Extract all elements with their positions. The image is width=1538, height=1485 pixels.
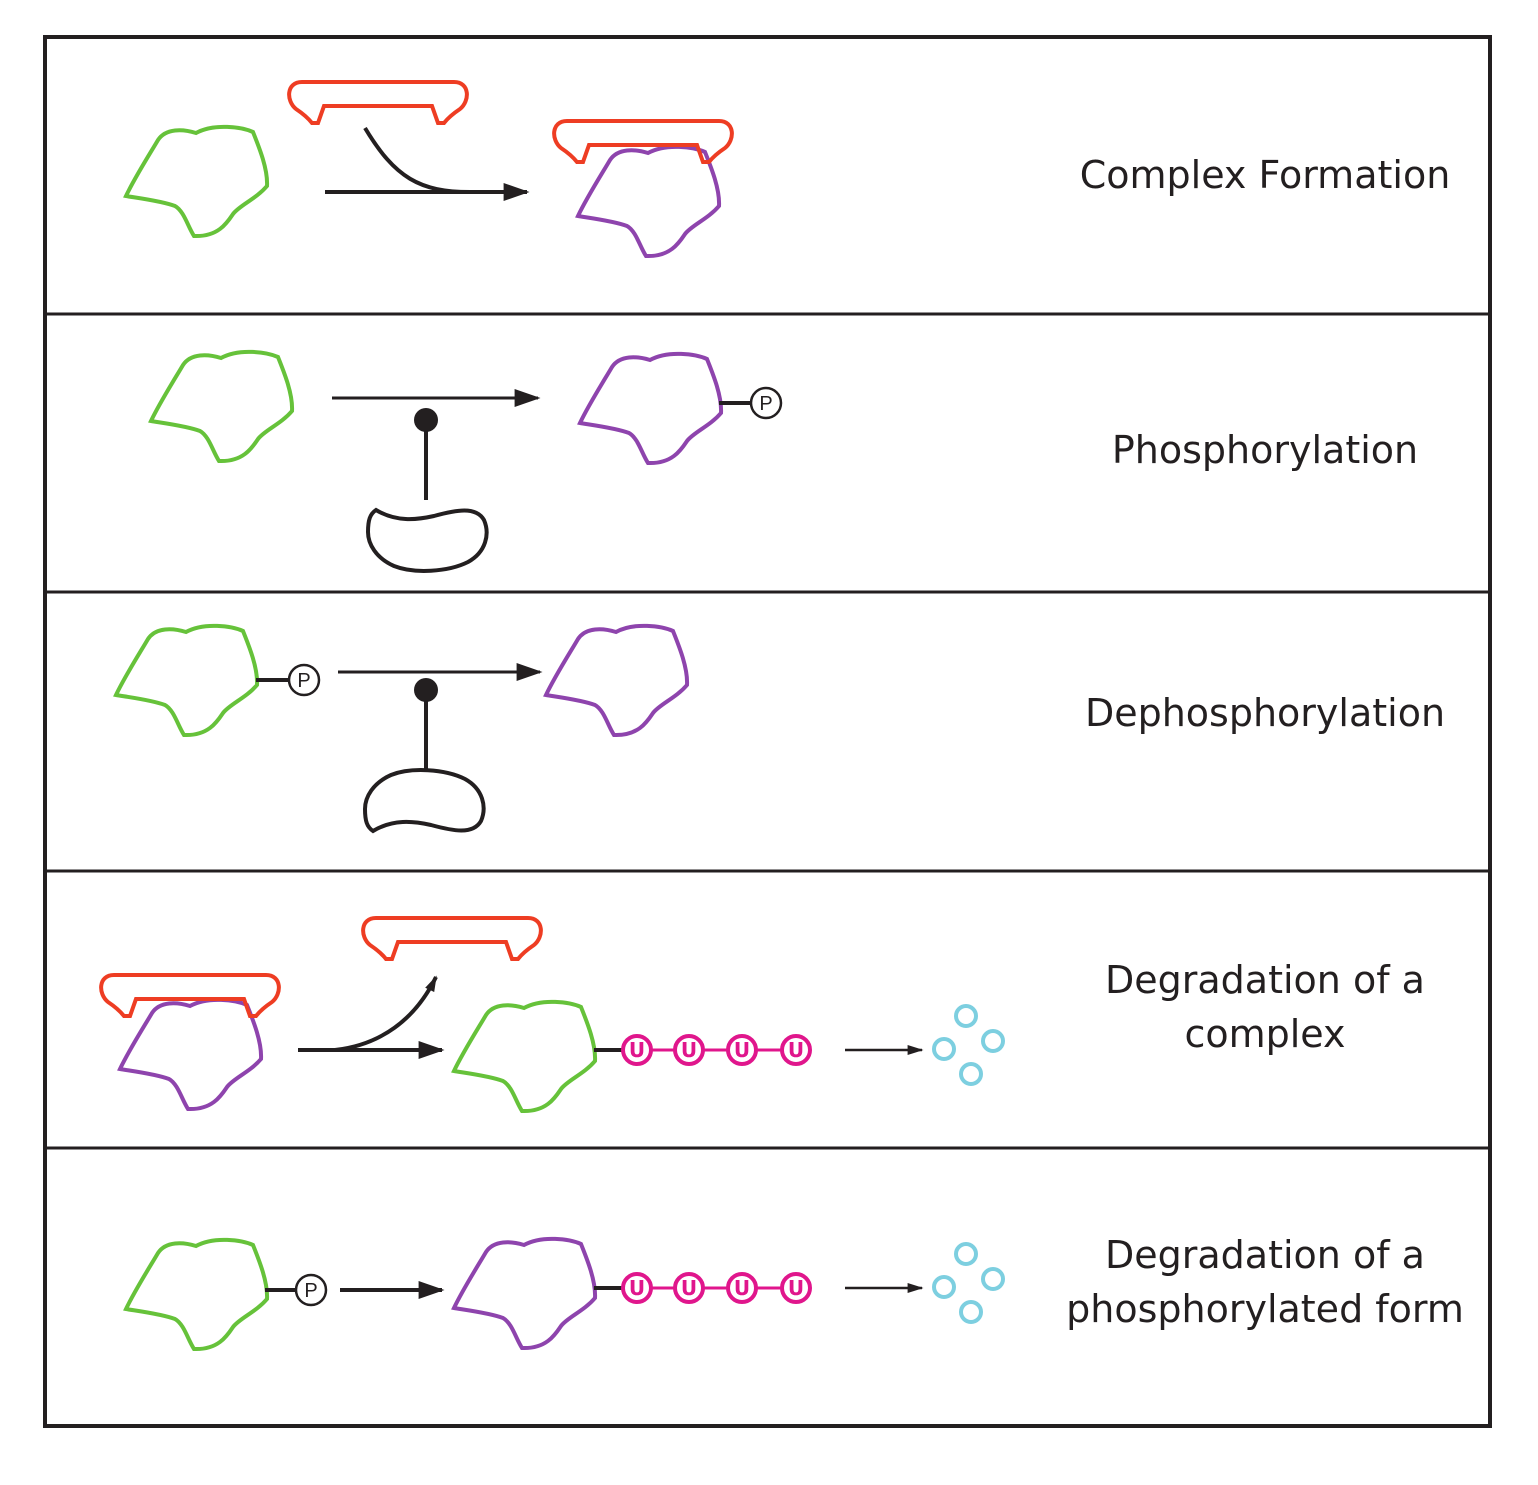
ubiquitin-letter: U — [788, 1276, 804, 1300]
bound-partner-protein — [99, 973, 281, 1018]
panel-label-dephosphorylation: Dephosphorylation — [1040, 686, 1490, 740]
phosphate-letter: P — [759, 393, 772, 415]
fragment-icon — [959, 1300, 983, 1324]
active-protein-in-complex — [576, 144, 722, 259]
phosphate-letter: P — [297, 670, 310, 692]
ubiquitin-letter: U — [788, 1038, 804, 1062]
panel-label-complex-formation: Complex Formation — [1040, 148, 1490, 202]
label-line: phosphorylated form — [1066, 1287, 1464, 1331]
ubiquitin-letter: U — [681, 1276, 697, 1300]
degradation-fragments — [932, 1004, 1005, 1086]
label-line: complex — [1184, 1012, 1346, 1056]
outer-border — [43, 35, 1492, 1428]
ubiquitin-chain — [621, 1034, 812, 1066]
fragment-icon — [932, 1275, 956, 1299]
ubiquitin-icon — [621, 1272, 653, 1304]
panel-label-degradation-phosphorylated: Degradation of a phosphorylated form — [1040, 1228, 1490, 1336]
fragment-icon — [954, 1242, 978, 1266]
phosphate-marker: P — [287, 663, 321, 697]
catalysis-dot — [414, 678, 438, 702]
active-protein — [544, 623, 690, 738]
phosphatase-enzyme — [363, 768, 486, 833]
ubiquitin-letter: U — [629, 1038, 645, 1062]
panel-complex-formation — [124, 80, 734, 259]
diagram-frame — [43, 35, 1492, 1428]
ubiquitin-chain — [621, 1272, 812, 1304]
ubiquitin-icon — [726, 1034, 758, 1066]
ubiquitin-icon — [673, 1034, 705, 1066]
fragment-icon — [959, 1062, 983, 1086]
inactive-protein — [124, 124, 270, 239]
fragment-icon — [954, 1004, 978, 1028]
panel-label-phosphorylation: Phosphorylation — [1040, 423, 1490, 477]
label-line: Degradation of a — [1105, 1233, 1425, 1277]
active-protein-in-complex — [118, 997, 264, 1112]
panel-phosphorylation: P — [149, 349, 783, 573]
phosphate-marker: P — [294, 1273, 328, 1307]
phosphate-letter: P — [304, 1280, 317, 1302]
phosphate-marker: P — [749, 386, 783, 420]
label-line: Complex Formation — [1079, 153, 1451, 197]
ubiquitin-icon — [780, 1034, 812, 1066]
kinase-enzyme — [366, 508, 489, 573]
ubiquitin-letter: U — [681, 1038, 697, 1062]
panel-label-degradation-complex: Degradation of a complex — [1040, 953, 1490, 1061]
ubiquitin-icon — [673, 1272, 705, 1304]
binding-curve — [363, 126, 471, 194]
inactive-protein — [124, 1237, 270, 1352]
fragment-icon — [981, 1029, 1005, 1053]
fragment-icon — [981, 1267, 1005, 1291]
label-line: Dephosphorylation — [1084, 691, 1446, 735]
panel-dephosphorylation: P — [114, 623, 690, 833]
fragment-icon — [932, 1037, 956, 1061]
active-protein — [452, 1236, 598, 1351]
panel-degradation-complex: U U U U — [99, 916, 1005, 1114]
partner-protein — [287, 80, 469, 125]
ubiquitin-icon — [726, 1272, 758, 1304]
phosphate-icon — [287, 663, 321, 697]
ubiquitin-icon — [621, 1034, 653, 1066]
ubiquitin-letter: U — [629, 1276, 645, 1300]
phosphorylated-protein — [578, 351, 724, 466]
inactive-protein — [149, 349, 295, 464]
degradation-fragments — [932, 1242, 1005, 1324]
phosphate-icon — [749, 386, 783, 420]
release-curve — [334, 975, 438, 1052]
phosphate-icon — [294, 1273, 328, 1307]
released-partner-protein — [361, 916, 543, 961]
label-line: Degradation of a — [1105, 958, 1425, 1002]
panel-degradation-phosphorylated: P U U U U — [124, 1236, 1005, 1352]
ubiquitin-letter: U — [734, 1276, 750, 1300]
phosphorylated-inactive-protein — [114, 623, 260, 738]
label-line: Phosphorylation — [1111, 428, 1419, 472]
ubiquitin-icon — [780, 1272, 812, 1304]
catalysis-dot — [414, 408, 438, 432]
ubiquitin-letter: U — [734, 1038, 750, 1062]
inactive-protein — [452, 999, 598, 1114]
